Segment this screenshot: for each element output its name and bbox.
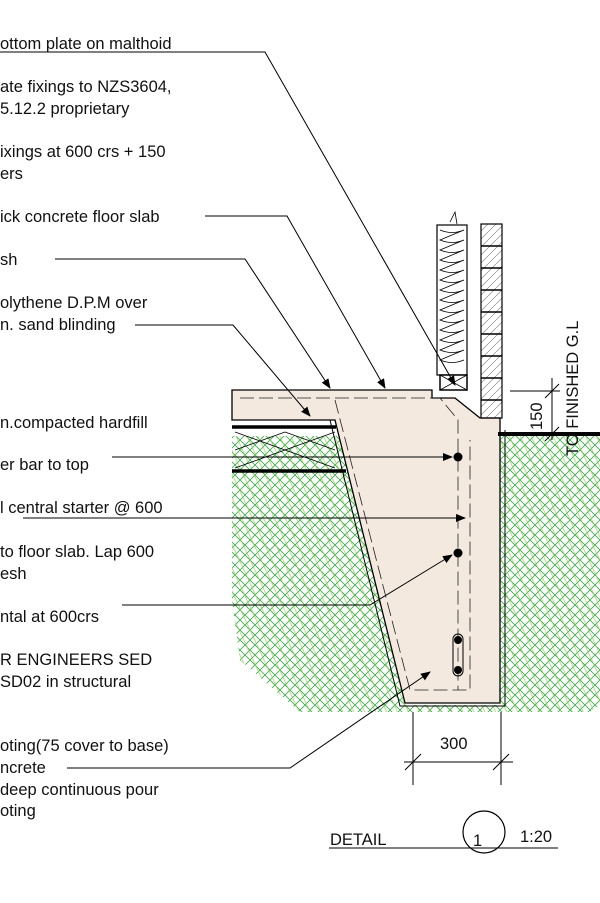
label-dpm-2: n. sand blinding [0,316,116,334]
label-plate-fixings-2: 5.12.2 proprietary [0,100,130,118]
ground-hatching [232,436,600,712]
annotation-labels: ottom plate on malthoid ate fixings to N… [0,35,172,820]
label-hardfill: n.compacted hardfill [0,414,148,432]
label-engineers-2: SD02 in structural [0,673,131,691]
width-dimension-value: 300 [440,735,468,753]
detail-scale: 1:20 [520,828,552,846]
footing-outline [329,419,506,707]
leader-lines [0,51,466,769]
label-footing-4: oting [0,802,36,820]
timber-frame-wall [436,210,468,391]
label-horizontal: ntal at 600crs [0,608,99,626]
height-dimension-value: 150 [528,402,546,430]
label-starter: l central starter @ 600 [0,499,163,517]
label-footing-3: deep continuous pour [0,781,159,799]
label-fixings-2: ers [0,165,23,183]
label-bottom-plate: ottom plate on malthoid [0,35,172,53]
label-mesh: sh [0,251,17,269]
label-dpm: olythene D.P.M over [0,294,148,312]
detail-number: 1 [473,832,482,850]
label-plate-fixings: ate fixings to NZS3604, [0,78,172,96]
brick-veneer [480,223,503,419]
detail-number-circle [462,810,506,854]
label-footing-2: ncrete [0,759,46,777]
width-dimension [404,712,513,785]
detail-title-name: DETAIL [330,831,387,849]
detail-title: DETAIL 1 1:20 [329,810,558,854]
label-floor-slab: ick concrete floor slab [0,208,160,226]
label-engineers: R ENGINEERS SED [0,651,152,669]
finished-ground-note: TO FINISHED G.L [564,321,582,456]
label-lap-2: esh [0,565,27,583]
label-footing: oting(75 cover to base) [0,737,169,755]
label-fixings: ixings at 600 crs + 150 [0,143,166,161]
label-lap: to floor slab. Lap 600 [0,543,154,561]
height-dimension [510,378,560,442]
label-top-bar: er bar to top [0,456,89,474]
rebar-dots [453,452,463,674]
starter-bar [452,633,464,677]
